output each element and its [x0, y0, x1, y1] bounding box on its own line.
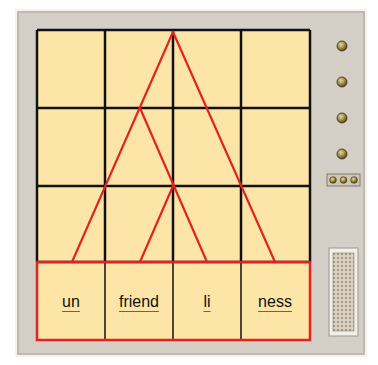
grid-line: [240, 30, 243, 262]
small-knob: [330, 177, 337, 184]
knob: [337, 149, 347, 159]
parse-tree: [72, 32, 275, 262]
knob: [337, 113, 347, 123]
speaker-grille: [333, 253, 354, 331]
small-knob: [340, 177, 347, 184]
morpheme-cell: ness: [242, 264, 308, 339]
grille-frame: [329, 248, 358, 336]
morpheme-text: ness: [258, 293, 292, 311]
knob: [337, 77, 347, 87]
knob: [337, 41, 347, 51]
morpheme-cell: friend: [106, 264, 172, 339]
grid-line: [36, 30, 39, 262]
morpheme-text: un: [62, 293, 80, 311]
button-strip: [327, 174, 360, 186]
morpheme-text: li: [203, 293, 210, 311]
button-strip-frame: [327, 174, 360, 186]
panel-frame: [16, 10, 366, 356]
grid-line: [240, 262, 242, 340]
board-ground: [37, 30, 310, 340]
morpheme-text: friend: [119, 293, 159, 311]
grid-line: [172, 262, 174, 340]
small-knob: [351, 177, 358, 184]
morpheme-cell: un: [38, 264, 104, 339]
word-frame: [37, 262, 310, 340]
grid-line: [309, 30, 312, 262]
panel-bevel: [18, 12, 364, 354]
tree-branch: [140, 186, 173, 262]
tree-branch: [140, 108, 207, 262]
cell-dividers: [105, 262, 241, 340]
tree-branch: [173, 32, 275, 262]
knobs: [337, 41, 347, 159]
grid-line: [172, 30, 175, 262]
grid-lines: [37, 30, 310, 262]
grid-line: [104, 262, 106, 340]
morpheme-cell: li: [174, 264, 240, 339]
grid-line: [104, 30, 107, 262]
